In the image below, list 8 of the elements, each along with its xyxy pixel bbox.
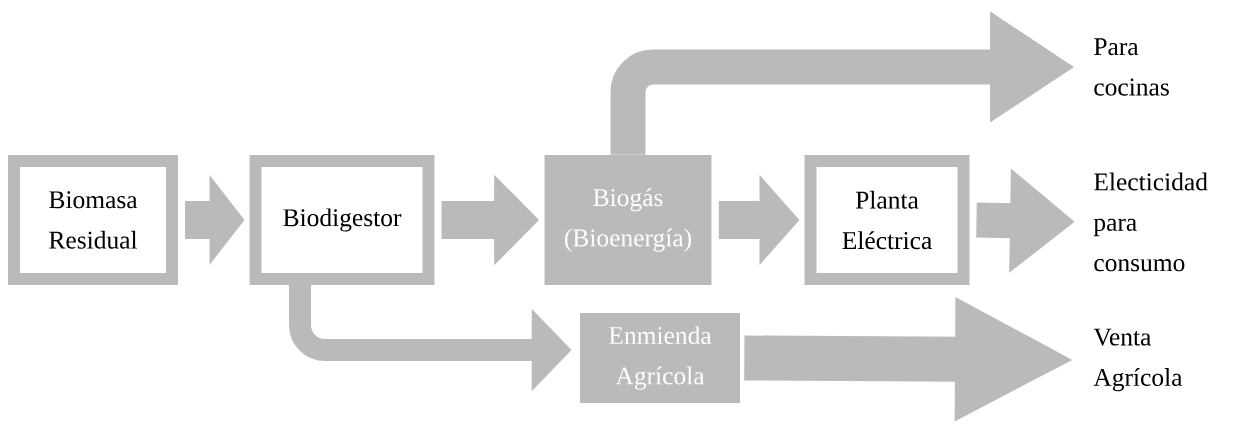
output-box: Enmienda Agrícola xyxy=(580,313,740,403)
output-label: Electicidad para consumo xyxy=(1093,172,1208,272)
process-box: Biomasa Residual xyxy=(8,155,178,285)
output-box: Biogás (Bioenergía) xyxy=(544,155,712,285)
output-label: Venta Agrícola xyxy=(1093,328,1183,392)
process-box: Planta Eléctrica xyxy=(804,155,970,285)
process-box: Biodigestor xyxy=(249,155,435,285)
output-label: Para cocinas xyxy=(1094,38,1169,96)
